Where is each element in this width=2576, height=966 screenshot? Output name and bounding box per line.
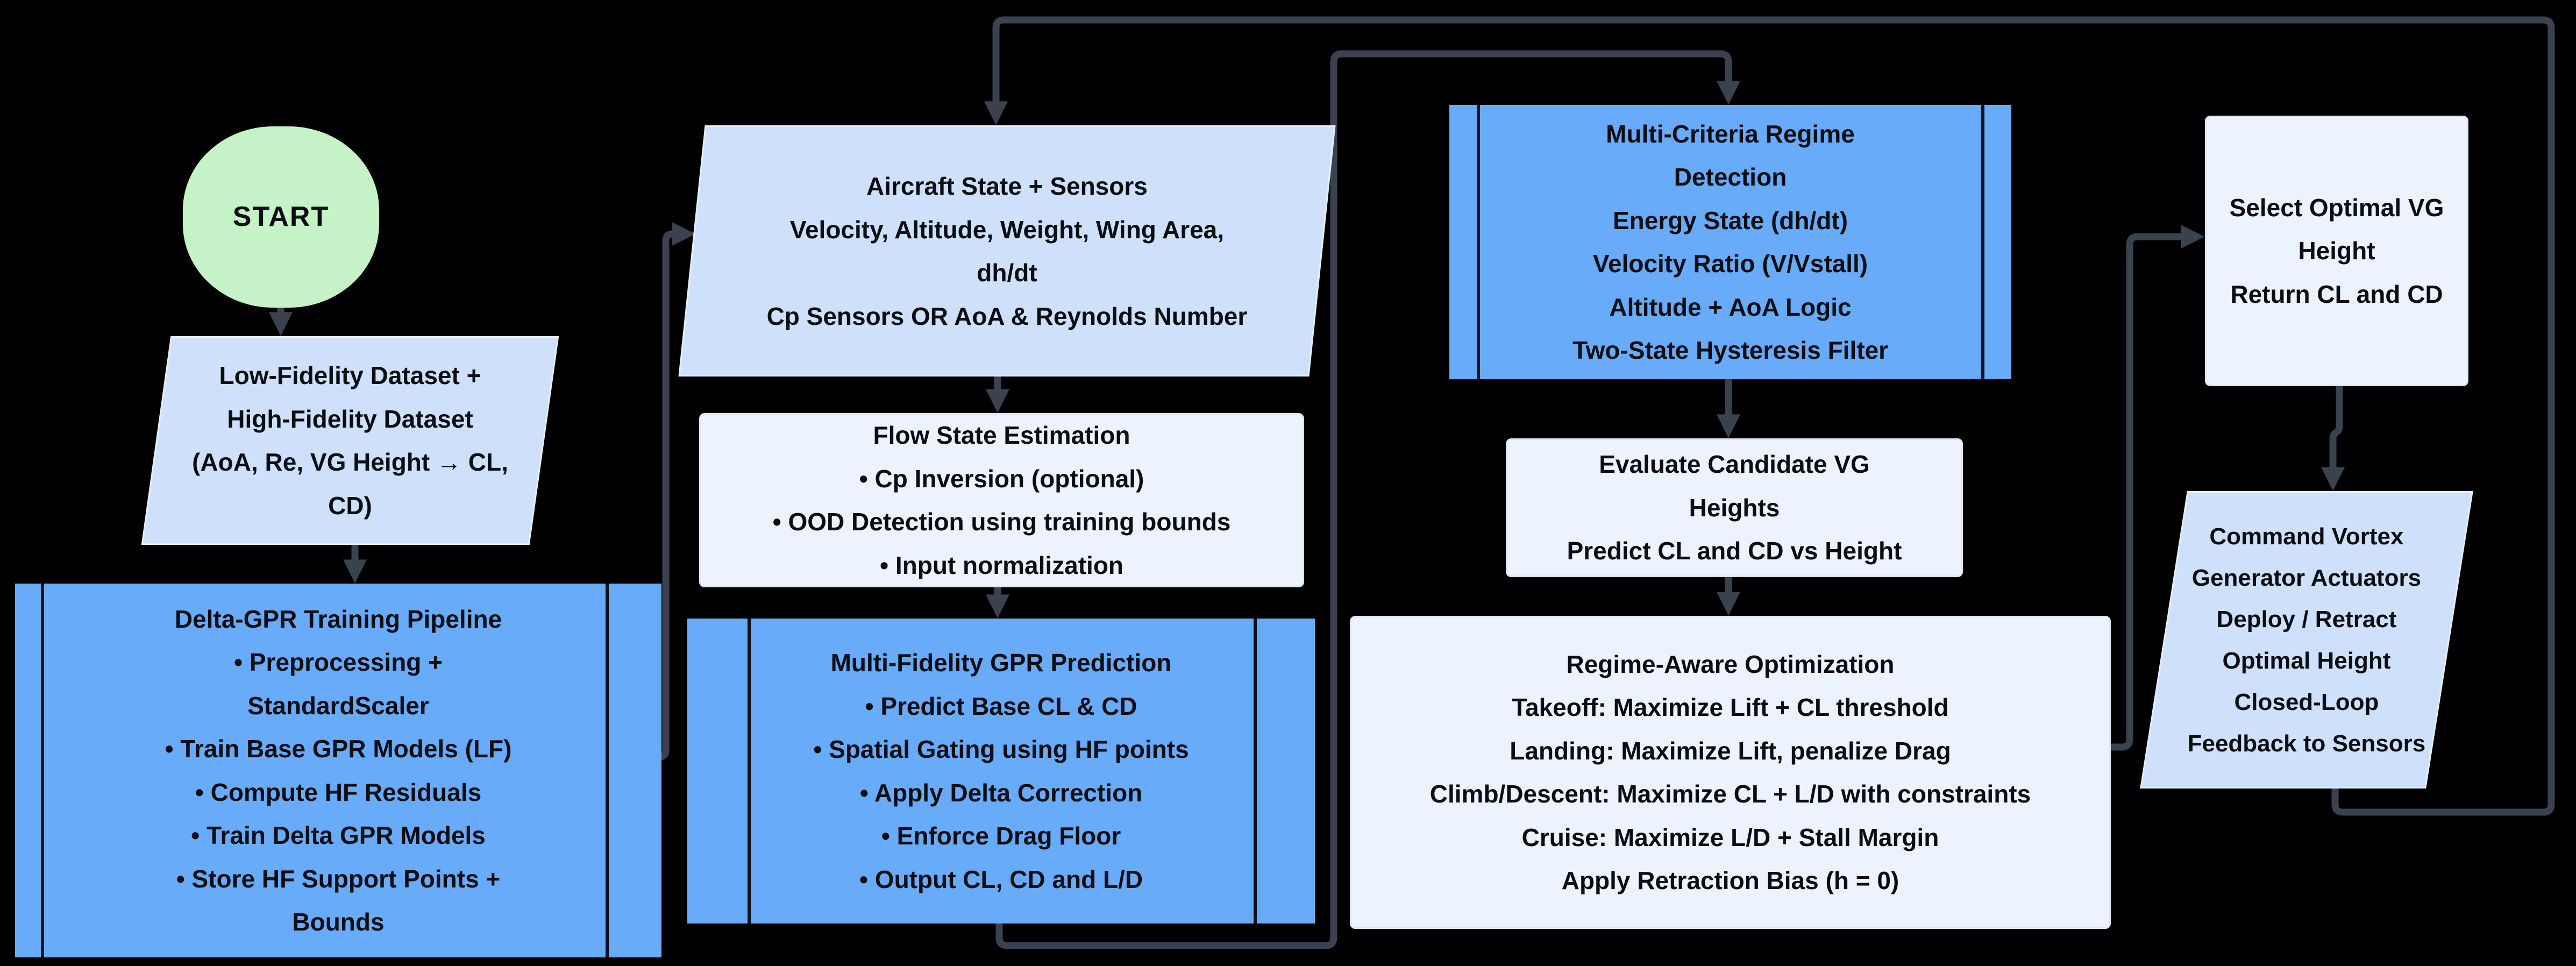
text-line: Deploy / Retract xyxy=(2216,606,2397,633)
text-line: • Compute HF Residuals xyxy=(195,778,482,806)
text-line: Velocity Ratio (V/Vstall) xyxy=(1592,250,1868,278)
text-line: • Train Delta GPR Models xyxy=(191,821,486,849)
text-line: Apply Retraction Bias (h = 0) xyxy=(1561,866,1899,894)
text-line: • Spatial Gating using HF points xyxy=(813,735,1189,763)
text-line: Predict CL and CD vs Height xyxy=(1567,537,1902,565)
text-line: • OOD Detection using training bounds xyxy=(772,508,1231,536)
node-training-pipeline-text: Delta-GPR Training Pipeline • Preprocessi… xyxy=(15,598,661,944)
text-line: Height xyxy=(2298,237,2375,265)
predefined-process-left-bar xyxy=(1477,105,1480,379)
node-datasets-input: Low-Fidelity Dataset + High-Fidelity Data… xyxy=(141,336,559,545)
text-line: Energy State (dh/dt) xyxy=(1612,206,1848,235)
text-line: Multi-Criteria Regime xyxy=(1606,119,1855,148)
text-line: • Output CL, CD and L/D xyxy=(859,865,1143,893)
text-line: Command Vortex xyxy=(2209,523,2404,550)
predefined-process-right-bar xyxy=(606,584,609,957)
node-start-label: START xyxy=(232,201,330,232)
text-line: Delta-GPR Training Pipeline xyxy=(174,605,502,633)
node-flow-state-estimation: Flow State Estimation • Cp Inversion (opt… xyxy=(699,413,1304,587)
text-line: (AoA, Re, VG Height → CL, xyxy=(192,448,508,476)
text-line: • Preprocessing + xyxy=(233,648,443,676)
text-line: • Predict Base CL & CD xyxy=(865,692,1137,720)
node-training-pipeline: Delta-GPR Training Pipeline • Preprocessi… xyxy=(15,584,661,957)
text-line: Select Optimal VG xyxy=(2229,193,2444,222)
text-line: StandardScaler xyxy=(247,691,429,720)
text-line: • Train Base GPR Models (LF) xyxy=(165,735,512,763)
predefined-process-left-bar xyxy=(41,584,44,957)
text-line: Generator Actuators xyxy=(2191,564,2422,591)
text-line: CD) xyxy=(328,491,372,520)
node-flow-state-text: Flow State Estimation • Cp Inversion (opt… xyxy=(701,414,1303,587)
node-mf-gpr-prediction: Multi-Fidelity GPR Prediction • Predict B… xyxy=(687,619,1315,924)
text-line: Feedback to Sensors xyxy=(2187,730,2426,757)
text-line: Optimal Height xyxy=(2222,647,2391,674)
text-line: Aircraft State + Sensors xyxy=(866,172,1148,200)
text-line: Velocity, Altitude, Weight, Wing Area, xyxy=(789,215,1225,243)
predefined-process-right-bar xyxy=(1254,619,1257,924)
predefined-process-left-bar xyxy=(748,619,751,924)
text-line: Two-State Hysteresis Filter xyxy=(1572,336,1889,364)
text-line: High-Fidelity Dataset xyxy=(227,404,473,433)
text-line: Heights xyxy=(1689,493,1780,522)
text-line: Climb/Descent: Maximize CL + L/D with co… xyxy=(1429,780,2031,808)
text-line: Takeoff: Maximize Lift + CL threshold xyxy=(1512,693,1949,721)
text-line: Regime-Aware Optimization xyxy=(1566,650,1895,678)
text-line: dh/dt xyxy=(977,258,1037,287)
node-mf-gpr-prediction-text: Multi-Fidelity GPR Prediction • Predict B… xyxy=(687,641,1315,901)
text-line: Altitude + AoA Logic xyxy=(1609,293,1852,321)
text-line: • Enforce Drag Floor xyxy=(881,822,1121,850)
node-start-terminator: START xyxy=(183,126,379,308)
text-line: Cruise: Maximize L/D + Stall Margin xyxy=(1521,823,1939,851)
text-line: Landing: Maximize Lift, penalize Drag xyxy=(1510,736,1951,765)
text-line: Multi-Fidelity GPR Prediction xyxy=(830,649,1172,677)
text-line: Closed-Loop xyxy=(2234,688,2379,715)
text-line: Cp Sensors OR AoA & Reynolds Number xyxy=(766,302,1248,330)
text-line: • Store HF Support Points + xyxy=(176,864,501,893)
connector-select-to-command xyxy=(2321,386,2345,491)
text-line: Detection xyxy=(1674,163,1787,191)
predefined-process-right-bar xyxy=(1981,105,1984,379)
text-line: Flow State Estimation xyxy=(873,421,1130,449)
node-datasets-text: Low-Fidelity Dataset + High-Fidelity Data… xyxy=(158,354,543,527)
text-line: Return CL and CD xyxy=(2230,280,2443,308)
text-line: • Input normalization xyxy=(879,551,1124,579)
text-line: Evaluate Candidate VG xyxy=(1599,450,1870,479)
text-line: • Apply Delta Correction xyxy=(859,778,1143,807)
text-line: • Cp Inversion (optional) xyxy=(859,464,1144,493)
text-line: Low-Fidelity Dataset + xyxy=(219,361,481,389)
text-line: Bounds xyxy=(292,908,385,936)
